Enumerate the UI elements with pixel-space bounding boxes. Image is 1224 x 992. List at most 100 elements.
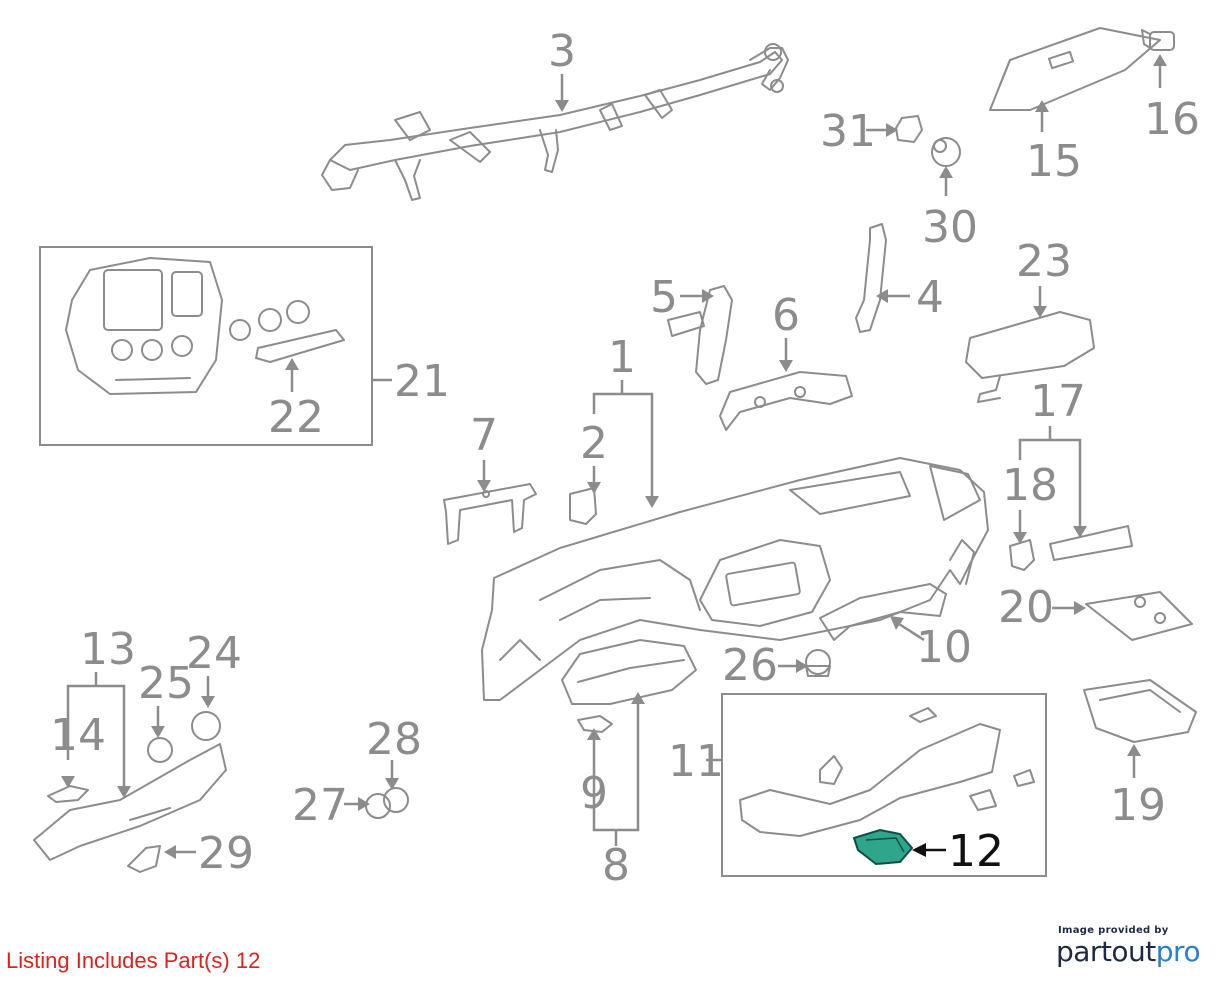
arrow-24 bbox=[201, 696, 215, 708]
part-9-clip bbox=[577, 715, 613, 733]
callout-14: 14 bbox=[50, 710, 106, 761]
part-14-clip bbox=[47, 785, 89, 803]
arrow-22 bbox=[285, 358, 299, 370]
part-4-bracket bbox=[855, 223, 887, 333]
callout-30: 30 bbox=[922, 202, 978, 253]
arrow-31 bbox=[886, 123, 898, 137]
part-23-airbag bbox=[965, 311, 1095, 403]
arrow-13 bbox=[117, 786, 131, 798]
arrow-19 bbox=[1127, 744, 1141, 756]
arrow-2 bbox=[587, 482, 601, 494]
callout-29: 29 bbox=[198, 828, 254, 879]
arrow-4 bbox=[876, 289, 888, 303]
part-6-bracket bbox=[719, 371, 853, 431]
callout-6: 6 bbox=[772, 290, 800, 341]
part-7-bracket bbox=[443, 483, 537, 545]
callout-25: 25 bbox=[138, 658, 194, 709]
arrow-20 bbox=[1074, 601, 1086, 615]
callout-11: 11 bbox=[668, 736, 724, 787]
part-2-bracket bbox=[569, 487, 597, 525]
arrow-10 bbox=[890, 616, 904, 630]
callout-21: 21 bbox=[394, 356, 450, 407]
part-22-panel bbox=[255, 329, 345, 363]
part-17-bar bbox=[1049, 525, 1133, 561]
part-21-bezel bbox=[65, 257, 310, 395]
callout-27: 27 bbox=[292, 780, 348, 831]
arrow-28 bbox=[385, 778, 399, 790]
partoutpro-logo: partoutpro bbox=[1056, 936, 1206, 968]
arrow-16 bbox=[1153, 54, 1167, 66]
callout-9: 9 bbox=[580, 768, 608, 819]
callout-22: 22 bbox=[268, 392, 324, 443]
part-3-support-beam bbox=[321, 43, 789, 201]
arrow-25 bbox=[151, 726, 165, 738]
part-29-cover bbox=[127, 845, 161, 873]
part-8-cluster-hood bbox=[561, 639, 697, 705]
part-15-panel bbox=[989, 27, 1161, 111]
callout-10: 10 bbox=[916, 622, 972, 673]
group-box-21 bbox=[39, 246, 373, 446]
part-19-ashtray bbox=[1083, 679, 1197, 743]
arrow-18 bbox=[1013, 532, 1027, 544]
callout-24: 24 bbox=[186, 628, 242, 679]
part-20-tray bbox=[1085, 591, 1193, 641]
part-10-bracket bbox=[819, 583, 947, 641]
part-13-left-panel bbox=[33, 743, 227, 861]
callout-7: 7 bbox=[470, 410, 498, 461]
callout-13: 13 bbox=[80, 624, 136, 675]
arrow-6 bbox=[779, 360, 793, 372]
callout-1: 1 bbox=[608, 332, 636, 383]
group-box-11 bbox=[721, 693, 1047, 877]
callout-3: 3 bbox=[548, 26, 576, 77]
image-credit: Image provided by partoutpro bbox=[1056, 925, 1206, 968]
callout-31: 31 bbox=[820, 106, 876, 157]
callout-26: 26 bbox=[722, 640, 778, 691]
arrow-8 bbox=[631, 692, 645, 704]
callout-16: 16 bbox=[1144, 94, 1200, 145]
callout-5: 5 bbox=[650, 272, 678, 323]
arrow-5 bbox=[702, 289, 714, 303]
part-16-clip bbox=[1141, 29, 1175, 51]
callout-19: 19 bbox=[1110, 780, 1166, 831]
arrow-27 bbox=[358, 797, 370, 811]
callout-18: 18 bbox=[1002, 460, 1058, 511]
callout-4: 4 bbox=[916, 272, 944, 323]
arrow-15 bbox=[1035, 100, 1049, 112]
logo-main-text: partout bbox=[1056, 935, 1156, 968]
part-24-ring bbox=[191, 711, 221, 741]
part-28-knob bbox=[383, 787, 409, 813]
arrow-1 bbox=[645, 496, 659, 508]
part-30-knob bbox=[931, 137, 961, 167]
arrow-3 bbox=[555, 100, 569, 112]
arrow-17 bbox=[1073, 526, 1087, 538]
part-1-dashboard bbox=[481, 457, 989, 701]
callout-15: 15 bbox=[1026, 136, 1082, 187]
arrow-9 bbox=[587, 728, 601, 740]
callout-20: 20 bbox=[998, 582, 1054, 633]
callout-2: 2 bbox=[580, 418, 608, 469]
part-31-cap bbox=[895, 115, 923, 143]
callout-23: 23 bbox=[1016, 236, 1072, 287]
part-11-lower-panel bbox=[739, 707, 1035, 837]
callout-17: 17 bbox=[1030, 376, 1086, 427]
part-12-highlighted-bracket bbox=[852, 828, 914, 866]
logo-accent-text: pro bbox=[1155, 935, 1201, 968]
arrow-12 bbox=[912, 843, 926, 857]
arrow-7 bbox=[477, 480, 491, 492]
callout-12: 12 bbox=[948, 826, 1004, 877]
credit-caption: Image provided by bbox=[1058, 925, 1169, 936]
arrow-30 bbox=[939, 166, 953, 178]
part-26-knob bbox=[805, 649, 831, 677]
leader-10 bbox=[895, 620, 925, 642]
arrow-26 bbox=[796, 659, 808, 673]
arrow-14 bbox=[61, 776, 75, 788]
callout-28: 28 bbox=[366, 714, 422, 765]
part-25-ring bbox=[147, 737, 173, 763]
listing-note: Listing Includes Part(s) 12 bbox=[6, 948, 261, 973]
arrow-29 bbox=[164, 845, 176, 859]
part-18-cover bbox=[1009, 539, 1035, 571]
callout-8: 8 bbox=[602, 840, 630, 891]
arrow-23 bbox=[1033, 306, 1047, 318]
part-5-bracket bbox=[667, 285, 733, 385]
